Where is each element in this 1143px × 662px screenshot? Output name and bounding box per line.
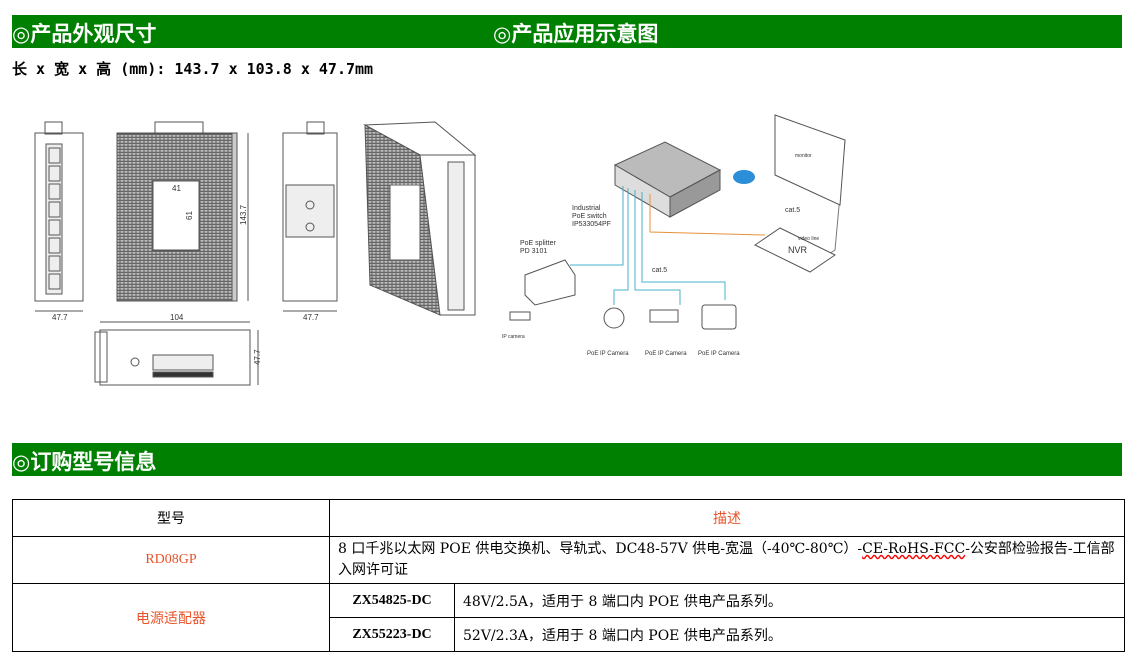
dimensions-heading: ◎产品外观尺寸 — [12, 22, 157, 46]
adapter-model-cell: ZX54825-DC — [329, 583, 455, 618]
front-view — [34, 121, 84, 312]
ordering-heading: ◎订购型号信息 — [12, 450, 157, 474]
dslr-camera-icon — [701, 304, 737, 330]
ordering-table: 型号 描述 RD08GP 8 口千兆以太网 POE 供电交换机、导轨式、DC48… — [12, 499, 1125, 652]
height-143-label: 143.7 — [239, 204, 248, 225]
camera-label-1: PoE IP Camera — [587, 351, 629, 357]
cloud-icon — [733, 170, 755, 184]
description-text: 8 口千兆以太网 POE 供电交换机、导轨式、DC48-57V 供电-宽温（-4… — [338, 541, 863, 557]
switch-label-1: Industrial — [572, 205, 601, 212]
monitor — [774, 114, 846, 206]
nvr — [754, 227, 836, 273]
depth-label-rear: 47.7 — [303, 313, 319, 322]
side-view — [116, 121, 249, 302]
ip-camera-label: IP camera — [502, 334, 525, 340]
adapter-description-cell: 48V/2.5A，适用于 8 端口内 POE 供电产品系列。 — [454, 583, 1125, 618]
bullet-camera-icon — [649, 309, 679, 323]
depth-label: 47.7 — [52, 313, 68, 322]
poe-switch — [613, 141, 722, 218]
table-row: ZX55223-DC 52V/2.3A，适用于 8 端口内 POE 供电产品系列… — [13, 617, 1125, 652]
top-view — [94, 321, 259, 386]
monitor-label: monitor — [795, 153, 812, 159]
rear-view — [282, 121, 338, 312]
application-diagram: Industrial PoE switch IP533054PF PoE spl… — [502, 114, 846, 357]
height-47-label: 47.7 — [253, 349, 262, 365]
adapter-model-cell: ZX55223-DC — [329, 617, 455, 652]
product-dimension-drawings: 47.7 41 61 143.7 47.7 104 47.7 — [34, 121, 477, 386]
switch-label-2: PoE switch — [572, 213, 607, 220]
table-header-row: 型号 描述 — [12, 499, 1125, 537]
adapter-label-cell: 电源适配器 — [12, 583, 330, 652]
nvr-label: NVR — [788, 245, 808, 255]
dome-camera-icon — [603, 307, 625, 329]
model-cell: RD08GP — [12, 536, 330, 584]
description-header: 描述 — [329, 499, 1125, 537]
splitter-label-2: PD 3101 — [520, 248, 547, 255]
model-header: 型号 — [12, 499, 330, 537]
height-61-label: 61 — [185, 211, 194, 220]
switch-label-3: IP533054PF — [572, 221, 611, 228]
ordering-header-bar: ◎订购型号信息 — [12, 443, 1122, 476]
certification-text: CE-RoHS-FCC — [862, 541, 966, 557]
description-text-end: -公安部检验报告-工信部入网许可证 — [338, 541, 1115, 578]
table-row: 电源适配器 ZX54825-DC 48V/2.5A，适用于 8 端口内 POE … — [12, 583, 1125, 652]
adapter-description-cell: 52V/2.3A，适用于 8 端口内 POE 供电产品系列。 — [454, 617, 1125, 652]
width-104-label: 104 — [170, 313, 184, 322]
perspective-view — [363, 121, 477, 316]
camera-label-3: PoE IP Camera — [698, 351, 740, 357]
section-header-bar: ◎产品外观尺寸 ◎产品应用示意图 — [12, 15, 1122, 48]
application-heading: ◎产品应用示意图 — [493, 22, 659, 46]
description-cell: 8 口千兆以太网 POE 供电交换机、导轨式、DC48-57V 供电-宽温（-4… — [329, 536, 1125, 584]
width-41-label: 41 — [172, 184, 181, 193]
dimensions-text: 长 x 宽 x 高 (mm): 143.7 x 103.8 x 47.7mm — [12, 60, 374, 78]
poe-splitter — [524, 259, 576, 306]
cat5-label-monitor: cat.5 — [785, 207, 800, 214]
ip-camera-icon — [509, 311, 531, 321]
video-line-label: video line — [798, 236, 819, 242]
splitter-label-1: PoE splitter — [520, 240, 556, 247]
cat5-label: cat.5 — [652, 267, 667, 274]
camera-label-2: PoE IP Camera — [645, 351, 687, 357]
table-row: RD08GP 8 口千兆以太网 POE 供电交换机、导轨式、DC48-57V 供… — [12, 536, 1125, 584]
